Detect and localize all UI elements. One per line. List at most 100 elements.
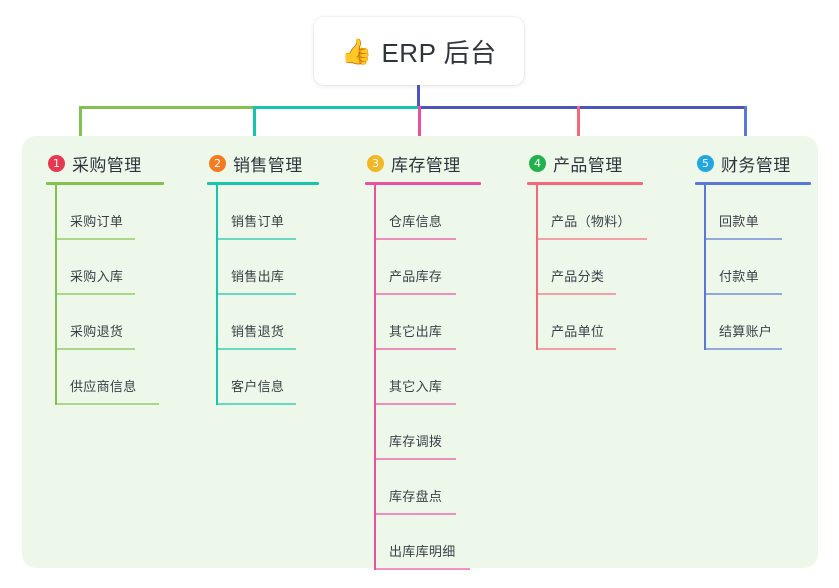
category-item-label: 其它入库 [389, 379, 443, 394]
category-title: 采购管理 [72, 155, 142, 175]
category-item-list: 回款单付款单结算账户 [695, 185, 811, 350]
category-item-list: 产品（物料） 产品分类产品单位 [527, 185, 647, 350]
root-node-card[interactable]: 👍 ERP 后台 [314, 17, 524, 85]
category-item-label: 客户信息 [231, 379, 285, 394]
category-item-label: 库存盘点 [389, 489, 443, 504]
category-item-underline [216, 403, 296, 405]
category-spine [55, 185, 57, 405]
category-item-label: 产品（物料） [551, 214, 631, 229]
category-item-underline [216, 348, 296, 350]
category-title: 财务管理 [721, 155, 791, 175]
category-spine [374, 185, 376, 570]
category-column: 5 财务管理回款单付款单结算账户 [695, 150, 811, 350]
category-item-label: 产品库存 [389, 269, 443, 284]
category-item[interactable]: 销售订单 [207, 185, 319, 240]
category-item-label: 采购退货 [70, 324, 124, 339]
category-header[interactable]: 5 财务管理 [695, 150, 811, 176]
category-item-list: 销售订单销售出库销售退货客户信息 [207, 185, 319, 405]
connector-drop [79, 106, 82, 150]
category-item-underline [374, 458, 456, 460]
connector-bus-segment [253, 106, 421, 109]
connector-bus-segment [79, 106, 256, 109]
category-item[interactable]: 出库库明细 [365, 515, 481, 570]
category-underline [695, 182, 811, 185]
category-title: 销售管理 [233, 155, 303, 175]
category-item-label: 产品单位 [551, 324, 605, 339]
category-spine [216, 185, 218, 405]
category-item-list: 采购订单采购入库采购退货供应商信息 [46, 185, 164, 405]
category-item-label: 销售订单 [231, 214, 285, 229]
category-item[interactable]: 其它入库 [365, 350, 481, 405]
category-column: 1 采购管理采购订单采购入库采购退货供应商信息 [46, 150, 164, 405]
category-item[interactable]: 采购入库 [46, 240, 164, 295]
category-item[interactable]: 供应商信息 [46, 350, 164, 405]
category-column: 4 产品管理产品（物料） 产品分类产品单位 [527, 150, 647, 350]
category-spine [704, 185, 706, 350]
category-item[interactable]: 销售退货 [207, 295, 319, 350]
category-spine [536, 185, 538, 350]
connector-drop [253, 106, 256, 150]
category-number-badge: 4 [529, 154, 546, 172]
category-item-underline [536, 348, 616, 350]
category-item-underline [216, 293, 296, 295]
connector-drop [418, 106, 421, 150]
thumbs-up-icon: 👍 [341, 37, 373, 66]
category-item-label: 回款单 [719, 214, 759, 229]
connector-drop [577, 106, 580, 150]
category-underline [46, 182, 164, 185]
category-item-label: 采购订单 [70, 214, 124, 229]
root-node-content: 👍 ERP 后台 [341, 33, 496, 70]
category-header[interactable]: 1 采购管理 [46, 150, 164, 176]
category-item-label: 付款单 [719, 269, 759, 284]
category-number-badge: 5 [697, 154, 714, 172]
category-item-label: 仓库信息 [389, 214, 443, 229]
category-item-label: 销售退货 [231, 324, 285, 339]
category-item[interactable]: 其它出库 [365, 295, 481, 350]
connector-drop [744, 106, 747, 150]
category-item[interactable]: 库存盘点 [365, 460, 481, 515]
category-number-badge: 1 [48, 154, 65, 172]
category-item-underline [374, 238, 456, 240]
category-item-underline [55, 403, 159, 405]
category-item-underline [374, 513, 456, 515]
connector-trunk [417, 85, 420, 109]
category-item-label: 采购入库 [70, 269, 124, 284]
category-item-underline [374, 403, 456, 405]
category-item[interactable]: 销售出库 [207, 240, 319, 295]
category-item-label: 其它出库 [389, 324, 443, 339]
category-item[interactable]: 采购退货 [46, 295, 164, 350]
category-underline [527, 182, 643, 185]
category-item[interactable]: 产品（物料） [527, 185, 647, 240]
category-item-underline [374, 348, 456, 350]
category-item-underline [55, 238, 135, 240]
category-item-underline [374, 293, 456, 295]
category-number-badge: 2 [209, 154, 226, 172]
category-item-label: 供应商信息 [70, 379, 137, 394]
category-item-label: 出库库明细 [389, 544, 456, 559]
category-item-underline [374, 568, 470, 570]
category-item[interactable]: 产品单位 [527, 295, 643, 350]
category-title: 产品管理 [553, 155, 623, 175]
category-item[interactable]: 回款单 [695, 185, 811, 240]
category-underline [365, 182, 481, 185]
category-item[interactable]: 采购订单 [46, 185, 164, 240]
category-header[interactable]: 2 销售管理 [207, 150, 319, 176]
category-item-underline [704, 293, 782, 295]
connector-bus-segment [418, 106, 747, 109]
category-item-underline [704, 238, 782, 240]
category-header[interactable]: 4 产品管理 [527, 150, 643, 176]
diagram-panel: 1 采购管理采购订单采购入库采购退货供应商信息 2 销售管理销售订单销售出库销售退货客… [22, 136, 818, 570]
category-item[interactable]: 付款单 [695, 240, 811, 295]
category-item[interactable]: 库存调拨 [365, 405, 481, 460]
category-item-underline [55, 348, 135, 350]
category-item-underline [536, 238, 647, 240]
category-item[interactable]: 客户信息 [207, 350, 319, 405]
category-column: 2 销售管理销售订单销售出库销售退货客户信息 [207, 150, 319, 405]
category-item-underline [536, 293, 616, 295]
category-item[interactable]: 产品分类 [527, 240, 643, 295]
category-item[interactable]: 产品库存 [365, 240, 481, 295]
category-item[interactable]: 结算账户 [695, 295, 811, 350]
category-item[interactable]: 仓库信息 [365, 185, 481, 240]
